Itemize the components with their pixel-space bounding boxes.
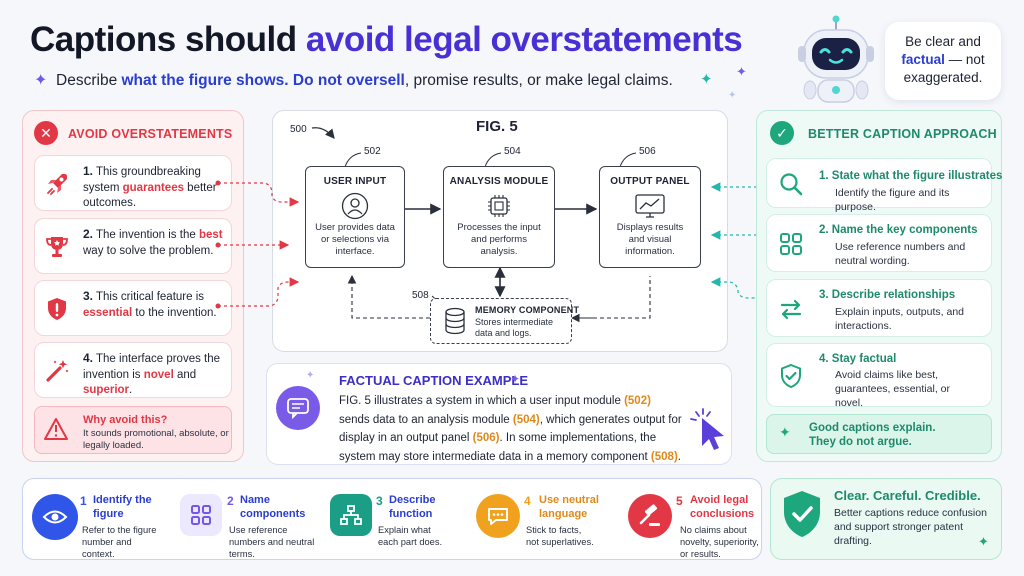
system-ref-number: 500: [290, 124, 307, 135]
cpu-chip-icon: [485, 192, 513, 220]
shield-alert-icon: [43, 295, 71, 323]
grid-icon: [180, 494, 222, 536]
robot-mascot-icon: [790, 8, 882, 108]
page-title: Captions should avoid legal overstatemen…: [30, 20, 742, 60]
overstatement-item: 4. The interface proves the invention is…: [34, 342, 232, 398]
approach-item: 4. Stay factual Avoid claims like best, …: [766, 343, 992, 407]
eye-icon: [32, 494, 78, 540]
speech-bubble: Be clear and factual — not exaggerated.: [885, 22, 1001, 100]
caption-heading: FACTUAL CAPTION EXAMPLE: [339, 373, 528, 388]
gavel-icon: [628, 494, 672, 538]
user-icon: [341, 192, 369, 220]
checkmark-icon: ✓: [770, 121, 794, 145]
summary-text: Better captions reduce confusion and sup…: [834, 506, 992, 548]
title-highlight: avoid legal overstatements: [306, 20, 742, 59]
warning-triangle-icon: [43, 417, 69, 441]
shield-check-icon: [780, 488, 824, 540]
sparkle-icon: ✦: [700, 70, 713, 88]
grid-icon: [777, 230, 805, 258]
overstatement-item: 2. The invention is the best way to solv…: [34, 218, 232, 274]
figure-label: FIG. 5: [476, 118, 518, 135]
right-panel-heading: BETTER CAPTION APPROACH: [808, 127, 997, 141]
chat-bubble-icon: [276, 386, 320, 430]
ref-number-508: 508: [412, 290, 429, 301]
speech-icon: [476, 494, 520, 538]
x-mark-icon: ✕: [34, 121, 58, 145]
sparkle-icon: ✦: [779, 424, 791, 441]
trophy-icon: [43, 233, 71, 261]
sparkle-icon: ✦: [34, 72, 47, 89]
user-input-box: USER INPUT User provides data or selecti…: [305, 166, 405, 268]
sparkle-icon: ✦: [978, 534, 989, 550]
hierarchy-icon: [330, 494, 372, 536]
monitor-chart-icon: [633, 192, 667, 220]
overstatement-item: 3. This critical feature is essential to…: [34, 280, 232, 336]
caption-text: FIG. 5 illustrates a system in which a u…: [339, 392, 683, 466]
sparkle-icon: ✦: [306, 370, 314, 381]
left-panel-heading: AVOID OVERSTATEMENTS: [68, 127, 232, 141]
why-avoid-box: Why avoid this? It sounds promotional, a…: [34, 406, 232, 454]
page-subtitle: ✦ Describe what the figure shows. Do not…: [34, 70, 673, 90]
magnifier-icon: [777, 170, 805, 198]
shield-check-icon: [777, 362, 805, 390]
memory-component-box: MEMORY COMPONENT Stores intermediate dat…: [430, 298, 572, 344]
sparkle-icon: ✦: [728, 90, 736, 101]
ref-number-502: 502: [364, 146, 381, 157]
summary-title: Clear. Careful. Credible.: [834, 488, 981, 503]
sparkle-icon: ✦: [510, 372, 520, 386]
ref-number-504: 504: [504, 146, 521, 157]
magic-wand-icon: [43, 357, 71, 385]
swap-arrows-icon: [777, 295, 805, 323]
ref-number-506: 506: [639, 146, 656, 157]
overstatement-item: 1. This groundbreaking system guarantees…: [34, 155, 232, 211]
database-icon: [443, 307, 467, 335]
rocket-icon: [43, 170, 71, 198]
approach-item: 3. Describe relationships Explain inputs…: [766, 279, 992, 337]
analysis-module-box: ANALYSIS MODULE Processes the input and …: [443, 166, 555, 268]
approach-item: 1. State what the figure illustrates Ide…: [766, 158, 992, 208]
output-panel-box: OUTPUT PANEL Displays results and visual…: [599, 166, 701, 268]
good-captions-box: ✦ Good captions explain. They do not arg…: [766, 414, 992, 454]
cursor-click-icon: [688, 406, 732, 456]
sparkle-icon: ✦: [736, 64, 747, 80]
approach-item: 2. Name the key components Use reference…: [766, 214, 992, 272]
